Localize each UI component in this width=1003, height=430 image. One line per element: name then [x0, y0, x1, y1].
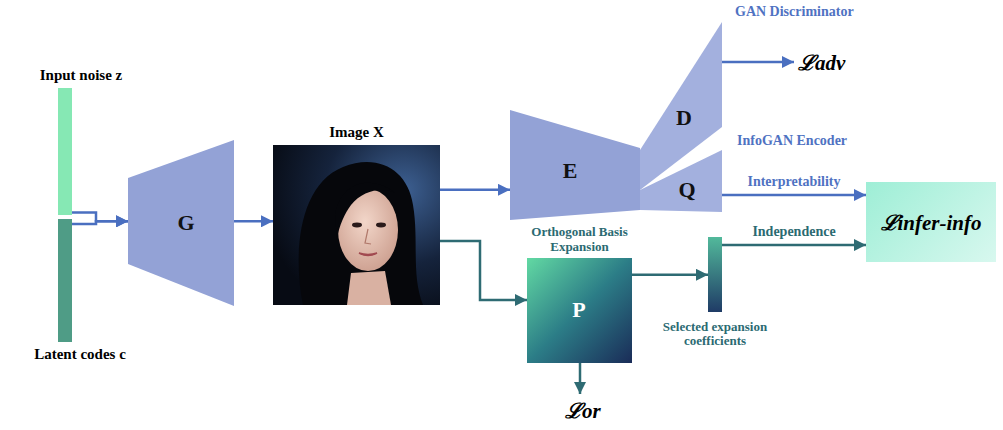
portrait-image: [273, 145, 440, 305]
node-heading: Input noise z: [21, 67, 141, 84]
flow-arrow: [440, 189, 510, 192]
loss-term: ℒadv: [798, 48, 845, 76]
loss-box: ℒinfer-info: [866, 182, 996, 262]
adversarial-loss-arrow: [722, 61, 794, 64]
flow-arrow: [440, 241, 527, 300]
section-title: GAN Discriminator: [735, 4, 854, 20]
node-label: G: [177, 210, 194, 236]
flow-arrow: [72, 212, 128, 221]
node-label: D: [676, 105, 692, 131]
trapezoid-outline: [128, 140, 234, 306]
node-label: Q: [678, 177, 695, 203]
flow-arrow: [72, 221, 128, 224]
node-heading: Selected expansion coefficients: [645, 320, 785, 349]
loss-term: ℒor: [565, 396, 601, 424]
node-label: ℒinfer-info: [881, 208, 982, 236]
infogan-q-head: Q: [640, 150, 722, 212]
orthogonal-loss-arrow: [579, 363, 582, 394]
noise-code-bar: Input noise z: [58, 88, 72, 215]
edge-label: Independence: [750, 224, 837, 240]
flow-arrow: [234, 220, 273, 223]
coefficient-bar: Selected expansion coefficients: [708, 237, 722, 312]
orthogonal-basis-block: POrthogonal Basis Expansion: [527, 258, 632, 363]
edge-label: Interpretability: [745, 174, 842, 190]
node-label: E: [563, 158, 578, 184]
latent-code-bar: Latent codes c: [58, 219, 72, 342]
node-heading: Latent codes c: [20, 346, 140, 363]
trapezoid-outline: [510, 110, 640, 220]
generator-trapezoid: G: [128, 140, 234, 306]
encoder-trapezoid: E: [510, 110, 640, 220]
flow-arrow: [722, 194, 866, 197]
flow-arrow: [632, 274, 708, 277]
section-title: InfoGAN Encoder: [737, 133, 847, 149]
node-heading: Orthogonal Basis Expansion: [524, 225, 636, 254]
node-label: P: [572, 297, 585, 323]
generated-image: Image X: [273, 145, 440, 305]
trapezoid-outline: [640, 150, 722, 212]
flow-arrow: [722, 244, 866, 247]
node-heading: Image X: [277, 124, 437, 141]
